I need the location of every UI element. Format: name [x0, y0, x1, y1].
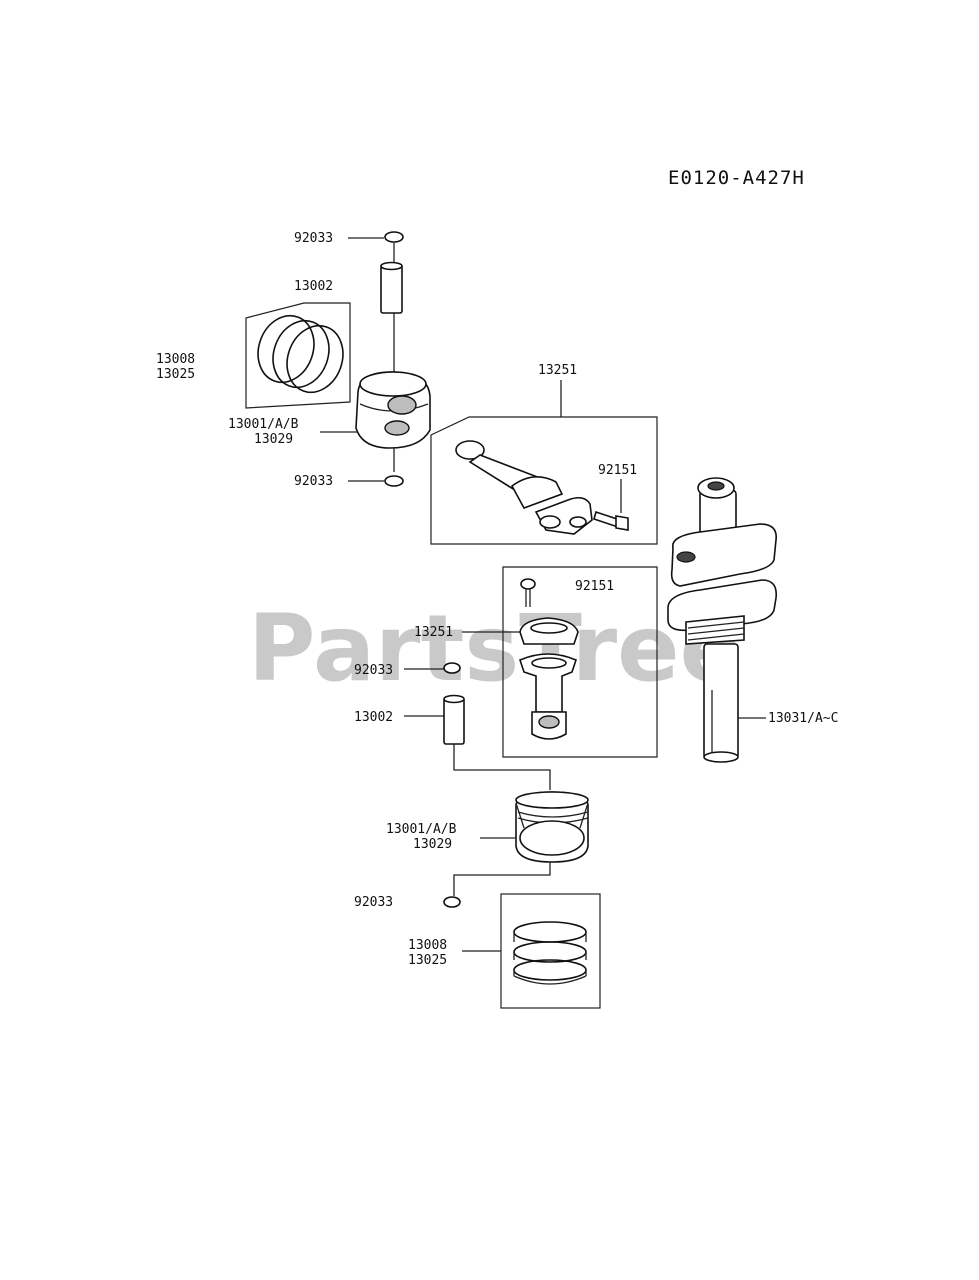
label-92033-mid: 92033 [354, 663, 393, 678]
piston-pin-top-part [380, 261, 403, 378]
clip-92033-bottom-part [443, 896, 461, 908]
label-92151-top: 92151 [598, 463, 637, 478]
label-92151-bottom: 92151 [575, 579, 614, 594]
label-13001-bottom: 13001/A/B [386, 822, 457, 837]
clip-92033-top-part [348, 231, 404, 262]
label-13008-top: 13008 [156, 352, 195, 367]
label-13029-bottom: 13029 [413, 837, 452, 852]
connecting-rod-bottom-part [519, 617, 579, 740]
diagram-code: E0120-A427H [668, 167, 805, 189]
label-13251-top: 13251 [538, 363, 577, 378]
label-13002-mid: 13002 [354, 710, 393, 725]
clip-92033-top-lower-part [348, 475, 404, 487]
piston-top-part [355, 371, 431, 472]
label-92033-top: 92033 [294, 231, 333, 246]
conrod-box-bottom [502, 566, 658, 758]
connecting-rod-top-part [455, 440, 593, 535]
label-13031: 13031/A~C [768, 711, 838, 726]
bolt-92151-bottom-part [520, 578, 536, 607]
conrod-box-top [430, 416, 658, 545]
piston-pin-mid-part [404, 694, 551, 790]
label-13029-top: 13029 [254, 432, 293, 447]
crankshaft-part [667, 477, 778, 763]
bolt-92151-top-part [593, 479, 629, 531]
label-92033-bottom: 92033 [354, 895, 393, 910]
label-13251-bottom: 13251 [414, 625, 453, 640]
piston-bottom-part [453, 791, 589, 896]
piston-rings-top-part [257, 314, 344, 394]
clip-92033-mid-part [404, 662, 461, 674]
label-13001-top: 13001/A/B [228, 417, 299, 432]
label-13002-top: 13002 [294, 279, 333, 294]
rings-box-top [245, 302, 351, 409]
piston-rings-bottom-part [513, 921, 587, 985]
label-13025-top: 13025 [156, 367, 195, 382]
label-13025-bottom: 13025 [408, 953, 447, 968]
label-92033-top-lower: 92033 [294, 474, 333, 489]
watermark: PartsTree [248, 595, 742, 702]
label-13008-bottom: 13008 [408, 938, 447, 953]
